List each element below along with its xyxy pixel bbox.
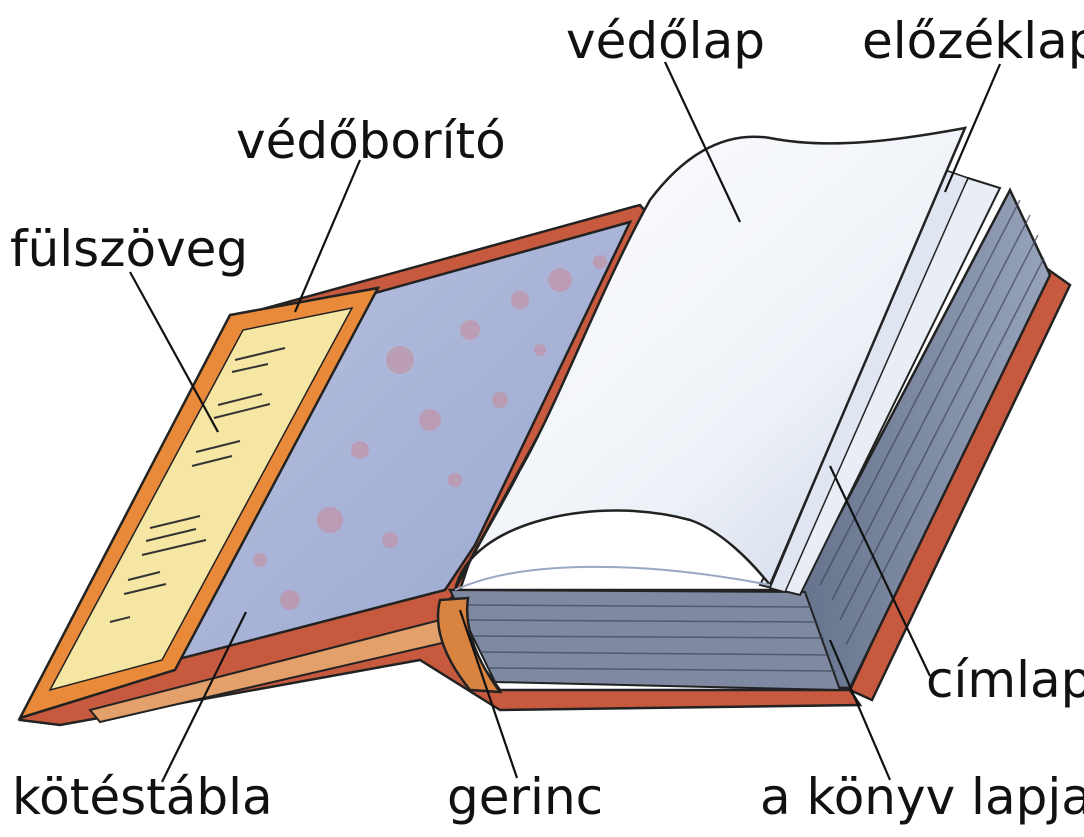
label-fulszoveg: fülszöveg [10, 224, 248, 274]
label-vedolap: védőlap [566, 16, 765, 66]
label-gerinc: gerinc [447, 772, 603, 822]
label-elozeklap: előzéklap [862, 16, 1084, 66]
label-kotestabla: kötéstábla [12, 772, 273, 822]
leader-fulszoveg [130, 272, 218, 432]
leader-elozeklap [945, 64, 1000, 192]
label-cimlap: címlap [926, 655, 1084, 705]
label-konyv-lapjai: a könyv lapjai [760, 772, 1084, 822]
label-vedoborito: védőborító [236, 116, 506, 166]
